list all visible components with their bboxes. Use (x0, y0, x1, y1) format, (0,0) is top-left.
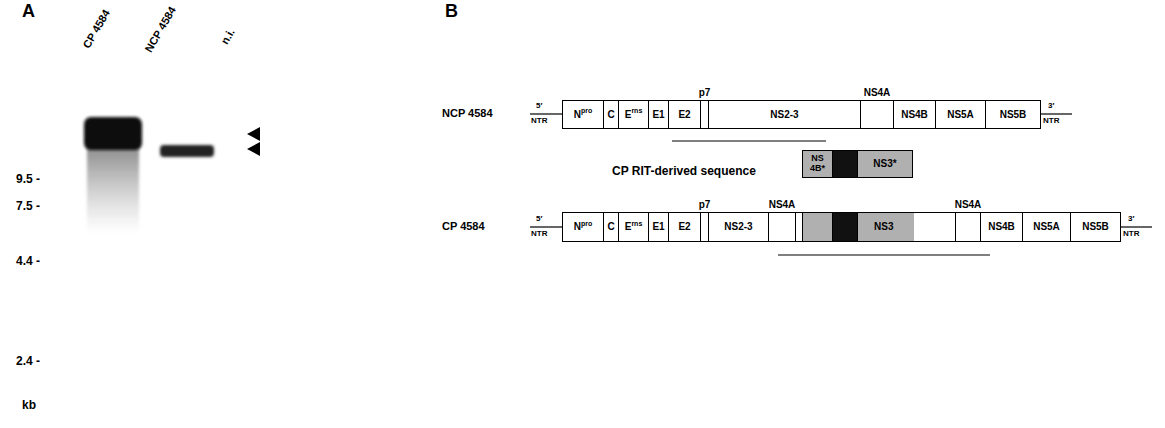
protein-name: N (574, 110, 581, 120)
protein-name: NS 4B* (810, 154, 825, 174)
ntr-label: NTR (1123, 230, 1139, 238)
protein-name: NS5A (947, 110, 974, 120)
genome-segment: NS2-3 (708, 100, 861, 129)
protein-name: E2 (678, 222, 690, 232)
band-arrowhead (247, 142, 260, 156)
insert-label: CP RIT-derived sequence (612, 165, 756, 177)
genome-segment: NS5A (1022, 212, 1071, 242)
size-marker: 2.4 - (16, 355, 40, 367)
ntr-label: 5′ (536, 215, 542, 223)
genome-segment: NS5B (1070, 212, 1121, 242)
ntr-line (1120, 226, 1152, 227)
lane-label: CP 4584 (81, 8, 112, 50)
genome-segment: E2 (668, 212, 701, 242)
ntr-label: NTR (531, 230, 547, 238)
genome-segment: NS3* (857, 150, 913, 178)
genome-segment: NS3 (857, 212, 956, 242)
size-marker: 7.5 - (16, 200, 40, 212)
protein-name: E1 (652, 110, 664, 120)
genome-segment: E1 (648, 100, 669, 129)
size-unit: kb (22, 399, 36, 411)
region-underline (672, 140, 826, 141)
virus-name: NCP 4584 (442, 108, 493, 119)
genome-segment: E1 (648, 212, 669, 242)
genome-segment: Erns (618, 212, 649, 242)
protein-name: NS4B (988, 222, 1015, 232)
protein-name: NS2-3 (724, 222, 752, 232)
genome-segment: NS5A (935, 100, 986, 129)
protein-name: C (607, 110, 614, 120)
lane-label: NCP 4584 (143, 5, 178, 54)
panel-letter: A (22, 2, 35, 20)
protein-name: N (574, 222, 581, 232)
insert-segment (833, 151, 858, 178)
ntr-line (530, 113, 562, 114)
genome-segment: NS4B (893, 100, 936, 129)
size-marker: 9.5 - (16, 173, 40, 185)
ntr-line (1040, 113, 1072, 114)
superscript: rns (631, 220, 642, 227)
ntr-label: 3′ (1128, 215, 1134, 223)
protein-name: E (625, 222, 632, 232)
ntr-label: 3′ (1048, 102, 1054, 110)
genome-segment: C (603, 100, 619, 129)
superscript: pro (581, 220, 592, 227)
protein-name: p7 (699, 200, 711, 210)
small-protein-box: NS4A (860, 100, 894, 129)
insert-segment (803, 213, 833, 242)
protein-name: NS5B (1082, 222, 1109, 232)
panel-letter: B (445, 2, 458, 20)
protein-name: NS5A (1033, 222, 1060, 232)
genome-segment: Erns (618, 100, 649, 129)
genome-segment: C (603, 212, 619, 242)
rna-band (160, 145, 214, 157)
protein-name: NS3 (874, 222, 893, 232)
genome-segment (796, 213, 803, 242)
protein-name: NS3* (873, 159, 896, 169)
superscript: pro (581, 107, 592, 114)
genome-segment: NS4B (980, 212, 1023, 242)
smear (87, 138, 139, 233)
superscript: rns (631, 107, 642, 114)
ntr-line (530, 226, 562, 227)
ntr-label: NTR (531, 117, 547, 125)
protein-name: p7 (699, 88, 711, 98)
genome-segment: NS 4B* (802, 150, 833, 178)
protein-name: E2 (678, 110, 690, 120)
protein-name: NS2-3 (770, 110, 798, 120)
protein-name: NS4A (864, 88, 891, 98)
genome-segment: NS2-3 (708, 212, 769, 242)
ntr-label: 5′ (536, 102, 542, 110)
small-protein-box: NS4A (768, 212, 796, 242)
genome-segment: NS5B (985, 100, 1041, 129)
size-marker: 4.4 - (16, 255, 40, 267)
insert-segment (833, 213, 858, 242)
genome-segment: E2 (668, 100, 701, 129)
ntr-label: NTR (1043, 117, 1059, 125)
protein-name: NS5B (1000, 110, 1027, 120)
virus-name: CP 4584 (442, 221, 485, 232)
band-arrowhead (247, 127, 260, 141)
protein-name: E1 (652, 222, 664, 232)
small-protein-box: NS4A (955, 212, 981, 242)
protein-name: C (607, 222, 614, 232)
lane-label: n.i. (219, 27, 236, 46)
rna-band (84, 117, 142, 150)
protein-name: E (625, 110, 632, 120)
region-underline (778, 254, 990, 255)
genome-segment: Npro (562, 212, 604, 242)
protein-name: NS4B (901, 110, 928, 120)
protein-name: NS4A (955, 200, 982, 210)
genome-segment: Npro (562, 100, 604, 129)
protein-name: NS4A (769, 200, 796, 210)
